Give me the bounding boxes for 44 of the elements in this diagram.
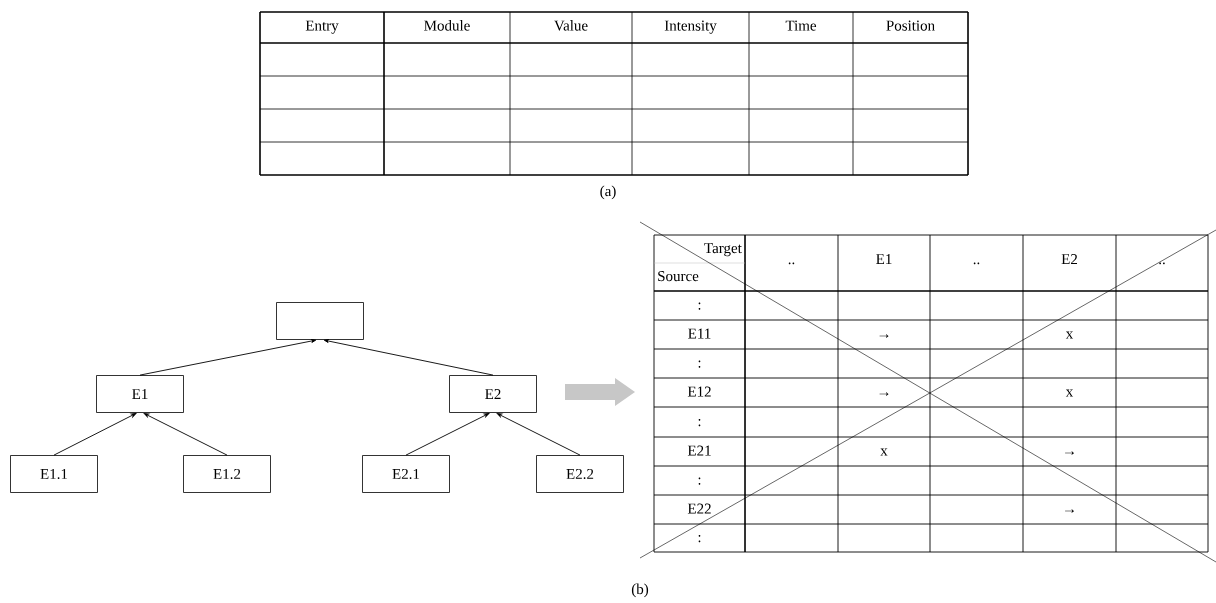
tree-node-box: E2.1 xyxy=(362,455,450,493)
tree-node-box: E2.2 xyxy=(536,455,624,493)
matrix-entry: → xyxy=(879,334,889,338)
column-header: Time xyxy=(785,20,817,31)
row-header: : xyxy=(698,302,701,310)
column-header: Intensity xyxy=(664,20,717,34)
column-header: E2 xyxy=(1061,254,1077,264)
tree-node-box: E1 xyxy=(96,375,184,413)
column-header: E1 xyxy=(876,254,892,264)
caption: (a) xyxy=(600,185,616,200)
column-header: Target xyxy=(704,243,742,257)
column-header: Entry xyxy=(305,20,339,34)
row-header: E12 xyxy=(687,386,711,397)
caption: (b) xyxy=(631,583,649,598)
arrow xyxy=(405,413,490,456)
tree-node-box: E2 xyxy=(449,375,537,413)
column-header: .. xyxy=(1159,262,1165,265)
arrow xyxy=(143,413,228,456)
matrix-entry: → xyxy=(1065,451,1074,455)
matrix-entry: x xyxy=(880,448,888,456)
matrix-entry: x xyxy=(1065,331,1074,339)
column-header: Module xyxy=(424,20,470,31)
row-header: E22 xyxy=(687,503,711,514)
tree-node-box: E1.2 xyxy=(183,455,271,493)
row-header: Source xyxy=(658,271,699,282)
arrow xyxy=(53,413,137,456)
empty-box xyxy=(276,302,364,340)
column-header: .. xyxy=(788,262,795,265)
row-header: : xyxy=(698,477,701,485)
column-header: .. xyxy=(973,262,980,265)
row-header: : xyxy=(698,534,701,543)
column-header: Position xyxy=(886,20,935,31)
matrix-entry: → xyxy=(879,392,889,396)
matrix-entry: → xyxy=(1065,509,1074,513)
column-header: Value xyxy=(554,20,588,31)
arrow xyxy=(496,413,581,456)
row-header: E11 xyxy=(688,328,711,339)
tree-node-box: E1.1 xyxy=(10,455,98,493)
row-header: E21 xyxy=(687,445,711,456)
arrow xyxy=(139,339,317,376)
row-header: : xyxy=(698,418,701,427)
arrow xyxy=(323,339,494,376)
row-header: : xyxy=(698,360,701,368)
matrix-entry: x xyxy=(1065,389,1074,397)
